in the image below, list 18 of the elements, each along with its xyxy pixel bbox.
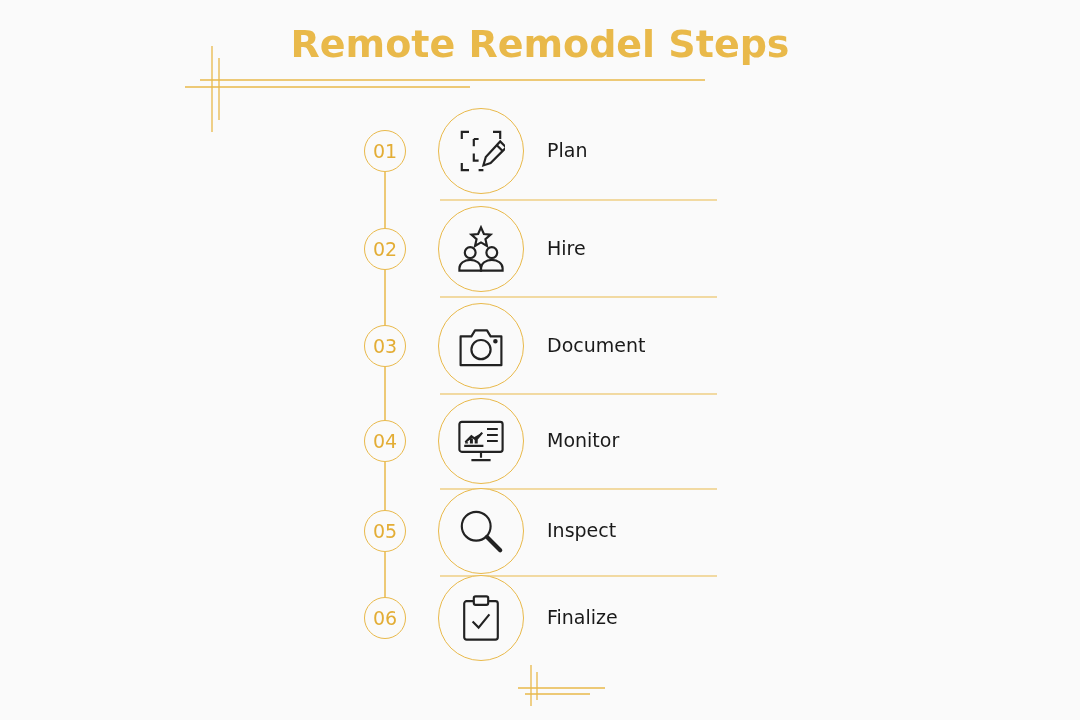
connector-line xyxy=(384,461,386,511)
step-label: Finalize xyxy=(547,606,618,628)
step-number-circle: 02 xyxy=(364,228,406,270)
step-label: Inspect xyxy=(547,519,617,541)
step-label: Plan xyxy=(547,139,588,161)
connector-line xyxy=(384,269,386,326)
step-label: Document xyxy=(547,334,646,356)
step-label: Monitor xyxy=(547,429,620,451)
title: Remote Remodel Steps xyxy=(289,22,791,66)
connector-line xyxy=(384,551,386,598)
step-label: Hire xyxy=(547,237,586,259)
step-number-circle: 04 xyxy=(364,420,406,462)
step-number-circle: 06 xyxy=(364,597,406,639)
connector-line xyxy=(384,366,386,421)
step-number-circle: 03 xyxy=(364,325,406,367)
step-number-circle: 01 xyxy=(364,130,406,172)
connector-line xyxy=(384,171,386,229)
step-number-circle: 05 xyxy=(364,510,406,552)
